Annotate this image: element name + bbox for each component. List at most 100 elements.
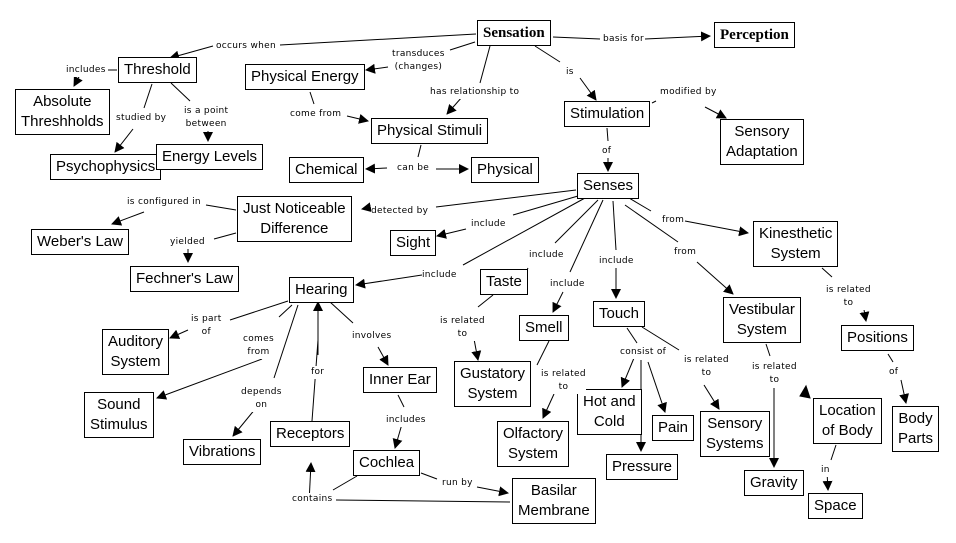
node-space[interactable]: Space: [808, 493, 863, 519]
link-label-is-a-point-between: is a point between: [184, 105, 229, 131]
connector-line: [332, 475, 358, 491]
node-touch[interactable]: Touch: [593, 301, 646, 327]
node-body-parts[interactable]: Body Parts: [892, 406, 940, 452]
node-inner-ear[interactable]: Inner Ear: [363, 367, 437, 393]
node-gustatory-system[interactable]: Gustatory System: [454, 361, 532, 407]
connector-arrow: [644, 31, 711, 42]
node-perception[interactable]: Perception: [714, 22, 795, 48]
connector-arrow: [471, 338, 482, 361]
link-label-includes-cochlea: includes: [386, 414, 426, 427]
arrowhead-icon: [799, 384, 811, 399]
node-stimulation[interactable]: Stimulation: [564, 101, 651, 127]
node-hot-and-cold[interactable]: Hot and Cold: [577, 389, 642, 435]
node-energy-levels[interactable]: Energy Levels: [156, 144, 264, 170]
connector-line: [821, 267, 833, 278]
node-cochlea[interactable]: Cochlea: [353, 450, 421, 476]
node-smell[interactable]: Smell: [519, 315, 569, 341]
link-label-come-from: come from: [290, 108, 342, 121]
connector-line: [397, 394, 405, 408]
node-sensation[interactable]: Sensation: [477, 20, 551, 46]
node-psychophysics[interactable]: Psychophysics: [50, 154, 162, 180]
connector-line: [435, 189, 577, 208]
link-label-include-taste: include: [529, 249, 564, 262]
connector-line: [606, 127, 609, 142]
connector-line: [335, 499, 511, 503]
link-label-include-touch: include: [599, 255, 634, 268]
connector-line: [830, 444, 837, 461]
node-physical-stimuli[interactable]: Physical Stimuli: [371, 118, 489, 144]
link-label-is-configured-in: is configured in: [127, 196, 201, 209]
node-vibrations[interactable]: Vibrations: [183, 439, 262, 465]
node-pain[interactable]: Pain: [652, 415, 695, 441]
link-label-contains: contains: [292, 493, 333, 506]
connector-arrow: [542, 393, 555, 419]
link-label-run-by: run by: [442, 477, 473, 490]
link-label-touch-related: is related to: [684, 354, 729, 380]
connector-arrow: [696, 261, 734, 295]
node-sensory-adaptation[interactable]: Sensory Adaptation: [720, 119, 804, 165]
connector-arrow: [436, 228, 467, 239]
node-pressure[interactable]: Pressure: [606, 454, 679, 480]
connector-line: [278, 304, 293, 318]
node-fechners-law[interactable]: Fechner's Law: [130, 266, 240, 292]
connector-arrow: [377, 346, 389, 366]
link-label-in: in: [821, 464, 830, 477]
link-label-include-smell: include: [550, 278, 585, 291]
node-gravity[interactable]: Gravity: [744, 470, 804, 496]
link-label-includes: includes: [66, 64, 106, 77]
connector-line: [143, 83, 153, 109]
connector-line: [309, 91, 315, 105]
link-label-transduces: transduces (changes): [392, 48, 445, 74]
connector-line: [462, 197, 586, 266]
node-hearing[interactable]: Hearing: [289, 277, 354, 303]
node-vestibular-system[interactable]: Vestibular System: [723, 297, 801, 343]
link-label-for: for: [311, 366, 325, 379]
connector-arrow: [169, 329, 189, 339]
node-webers-law[interactable]: Weber's Law: [31, 229, 129, 255]
connector-arrow: [446, 96, 463, 115]
connector-line: [569, 199, 604, 273]
node-threshold[interactable]: Threshold: [118, 57, 197, 83]
link-label-depends-on: depends on: [241, 386, 282, 412]
node-physical-energy[interactable]: Physical Energy: [245, 64, 365, 90]
connector-arrow: [355, 274, 423, 289]
link-label-can-be: can be: [397, 162, 430, 175]
connector-arrow: [114, 128, 134, 153]
connector-line: [279, 33, 477, 46]
connector-arrow: [704, 106, 727, 119]
connector-line: [449, 41, 476, 51]
node-chemical[interactable]: Chemical: [289, 157, 364, 183]
node-receptors[interactable]: Receptors: [270, 421, 351, 447]
node-sight[interactable]: Sight: [390, 230, 437, 256]
node-jnd[interactable]: Just Noticeable Difference: [237, 196, 352, 242]
link-label-taste-related: is related to: [440, 315, 485, 341]
connector-line: [479, 45, 491, 84]
link-label-comes-from: comes from: [243, 333, 274, 359]
node-sensory-systems[interactable]: Sensory Systems: [700, 411, 770, 457]
link-label-from-vestibular: from: [674, 246, 697, 259]
node-absolute-thresholds[interactable]: Absolute Threshholds: [15, 89, 110, 135]
node-auditory-system[interactable]: Auditory System: [102, 329, 170, 375]
connector-line: [170, 82, 191, 102]
node-taste[interactable]: Taste: [480, 269, 528, 295]
node-sound-stimulus[interactable]: Sound Stimulus: [84, 392, 154, 438]
connector-line: [213, 232, 237, 240]
node-location-of-body[interactable]: Location of Body: [813, 398, 882, 444]
node-physical[interactable]: Physical: [471, 157, 539, 183]
node-senses[interactable]: Senses: [577, 173, 640, 199]
connector-arrow: [169, 45, 214, 61]
connector-line: [612, 200, 617, 251]
connector-arrow: [620, 357, 635, 388]
connector-arrow: [899, 379, 909, 404]
node-kinesthetic-system[interactable]: Kinesthetic System: [753, 221, 839, 267]
link-label-is-part-of: is part of: [191, 313, 222, 339]
connector-line: [765, 343, 771, 357]
node-positions[interactable]: Positions: [841, 325, 914, 351]
link-label-has-relationship-to: has relationship to: [430, 86, 520, 99]
link-label-vestibular-related: is related to: [752, 361, 797, 387]
connector-arrow: [232, 407, 257, 437]
node-olfactory-system[interactable]: Olfactory System: [497, 421, 570, 467]
node-basilar-membrane[interactable]: Basilar Membrane: [512, 478, 596, 524]
